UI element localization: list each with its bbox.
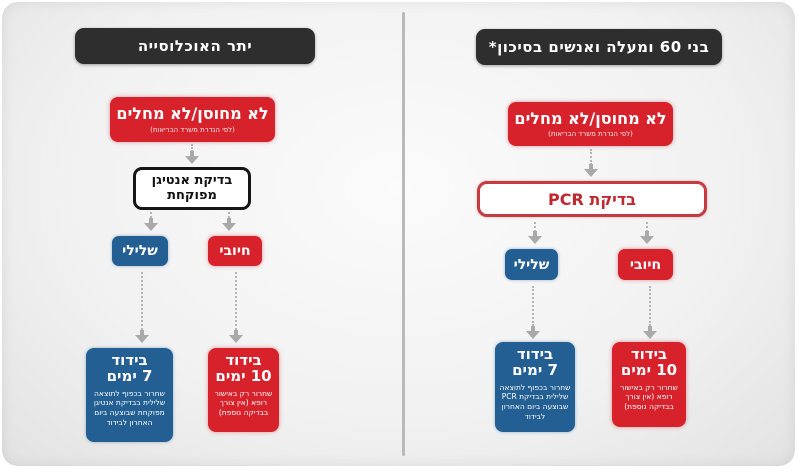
- left-connector-pos-long: [235, 272, 237, 330]
- left-arrow-neg-long-stem: [140, 330, 144, 335]
- left-negative-text: שלילי: [122, 243, 158, 259]
- right-isolation-10-desc: שחרור רק באישור רופא (אין צורך בבדיקה נו…: [620, 382, 678, 412]
- right-panel-header-text: בני 60 ומעלה ואנשים בסיכון*: [488, 38, 710, 56]
- left-arrow-pos-icon: [222, 223, 236, 231]
- panel-divider: [402, 12, 405, 456]
- left-isolation-10-desc: שחרור רק באישור רופא (אין צורך בבדיקה נו…: [214, 388, 273, 418]
- right-arrow-1-stem: [589, 164, 593, 169]
- left-arrow-pos-long-icon: [229, 335, 243, 343]
- left-unvaccinated-subtitle: (לפי הגדרת משרד הבריאות): [150, 125, 235, 134]
- left-isolation-10-days: 10 ימים: [215, 366, 272, 385]
- right-connector-neg-long: [532, 286, 534, 326]
- left-arrow-pos-stem: [227, 218, 231, 223]
- left-isolation-7-days-box: בידוד 7 ימים שחרור בכפוף לתוצאה שלילית ב…: [86, 348, 173, 442]
- right-isolation-10-days-box: בידוד 10 ימים שחרור רק באישור רופא (אין …: [612, 342, 686, 427]
- right-connector-1: [590, 149, 592, 165]
- right-connector-pos-long: [649, 286, 651, 326]
- right-arrow-neg-long-icon: [526, 331, 540, 339]
- right-arrow-neg-long-stem: [531, 326, 535, 331]
- left-connector-pos: [228, 212, 230, 218]
- right-panel-header: בני 60 ומעלה ואנשים בסיכון*: [476, 29, 722, 65]
- right-arrow-neg-stem: [533, 231, 537, 236]
- left-unvaccinated-title: לא מחוסן/לא מחלים: [116, 104, 269, 123]
- left-antigen-test-line2: מפוקחת: [167, 187, 217, 203]
- right-connector-pos: [646, 222, 648, 232]
- left-connector-neg: [150, 212, 152, 218]
- left-arrow-pos-long-stem: [234, 330, 238, 335]
- left-arrow-neg-icon: [144, 223, 158, 231]
- right-isolation-7-days: 7 ימים: [512, 360, 558, 379]
- right-arrow-pos-stem: [645, 231, 649, 236]
- right-pcr-test-text: בדיקת PCR: [548, 189, 636, 209]
- right-arrow-1-icon: [584, 169, 598, 177]
- left-isolation-10-title: בידוד: [225, 351, 262, 369]
- right-arrow-pos-long-icon: [643, 331, 657, 339]
- left-antigen-test-box: בדיקת אנטיגן מפוקחת: [133, 167, 251, 210]
- right-negative-text: שלילי: [513, 256, 550, 273]
- left-isolation-7-title: בידוד: [111, 351, 148, 369]
- left-connector-neg-long: [141, 272, 143, 330]
- right-arrow-pos-icon: [640, 236, 654, 244]
- left-antigen-test-line1: בדיקת אנטיגן: [151, 172, 233, 188]
- left-panel-header-text: יתר האוכלוסייה: [137, 37, 253, 55]
- left-positive-label: חיובי: [208, 236, 262, 266]
- left-arrow-neg-stem: [149, 218, 153, 223]
- left-panel-header: יתר האוכלוסייה: [75, 28, 315, 64]
- right-negative-label: שלילי: [505, 249, 558, 280]
- left-unvaccinated-box: לא מחוסן/לא מחלים (לפי הגדרת משרד הבריאו…: [110, 97, 275, 142]
- left-arrow-neg-long-icon: [135, 335, 149, 343]
- right-unvaccinated-subtitle: (לפי הגדרת משרד הבריאות): [548, 130, 633, 139]
- left-isolation-7-desc: שחרור בכפוף לתוצאה שלילית בבדיקת אנטיגן …: [93, 388, 166, 427]
- left-arrow-1-icon: [185, 156, 199, 164]
- left-isolation-10-days-box: בידוד 10 ימים שחרור רק באישור רופא (אין …: [208, 348, 279, 432]
- right-isolation-10-days: 10 ימים: [620, 360, 678, 379]
- right-isolation-7-days-box: בידוד 7 ימים שחרור בכפוף לתוצאה שלילית ב…: [495, 342, 575, 432]
- right-isolation-10-title: בידוד: [630, 345, 668, 363]
- left-negative-label: שלילי: [112, 236, 168, 266]
- right-positive-text: חיובי: [629, 256, 662, 273]
- right-isolation-7-title: בידוד: [516, 345, 554, 363]
- left-connector-1: [191, 144, 193, 152]
- left-arrow-1-stem: [190, 151, 194, 156]
- right-arrow-pos-long-stem: [648, 326, 652, 331]
- right-pcr-test-box: בדיקת PCR: [477, 181, 707, 217]
- right-isolation-7-desc: שחרור בכפוף לתוצאה שלילית בבדיקת PCR שבו…: [499, 382, 571, 421]
- left-isolation-7-days: 7 ימים: [106, 366, 153, 385]
- right-connector-neg: [534, 222, 536, 232]
- left-positive-text: חיובי: [219, 243, 251, 259]
- right-positive-label: חיובי: [618, 249, 673, 280]
- right-unvaccinated-title: לא מחוסן/לא מחלים: [514, 108, 667, 128]
- right-unvaccinated-box: לא מחוסן/לא מחלים (לפי הגדרת משרד הבריאו…: [508, 102, 673, 146]
- right-arrow-neg-icon: [528, 236, 542, 244]
